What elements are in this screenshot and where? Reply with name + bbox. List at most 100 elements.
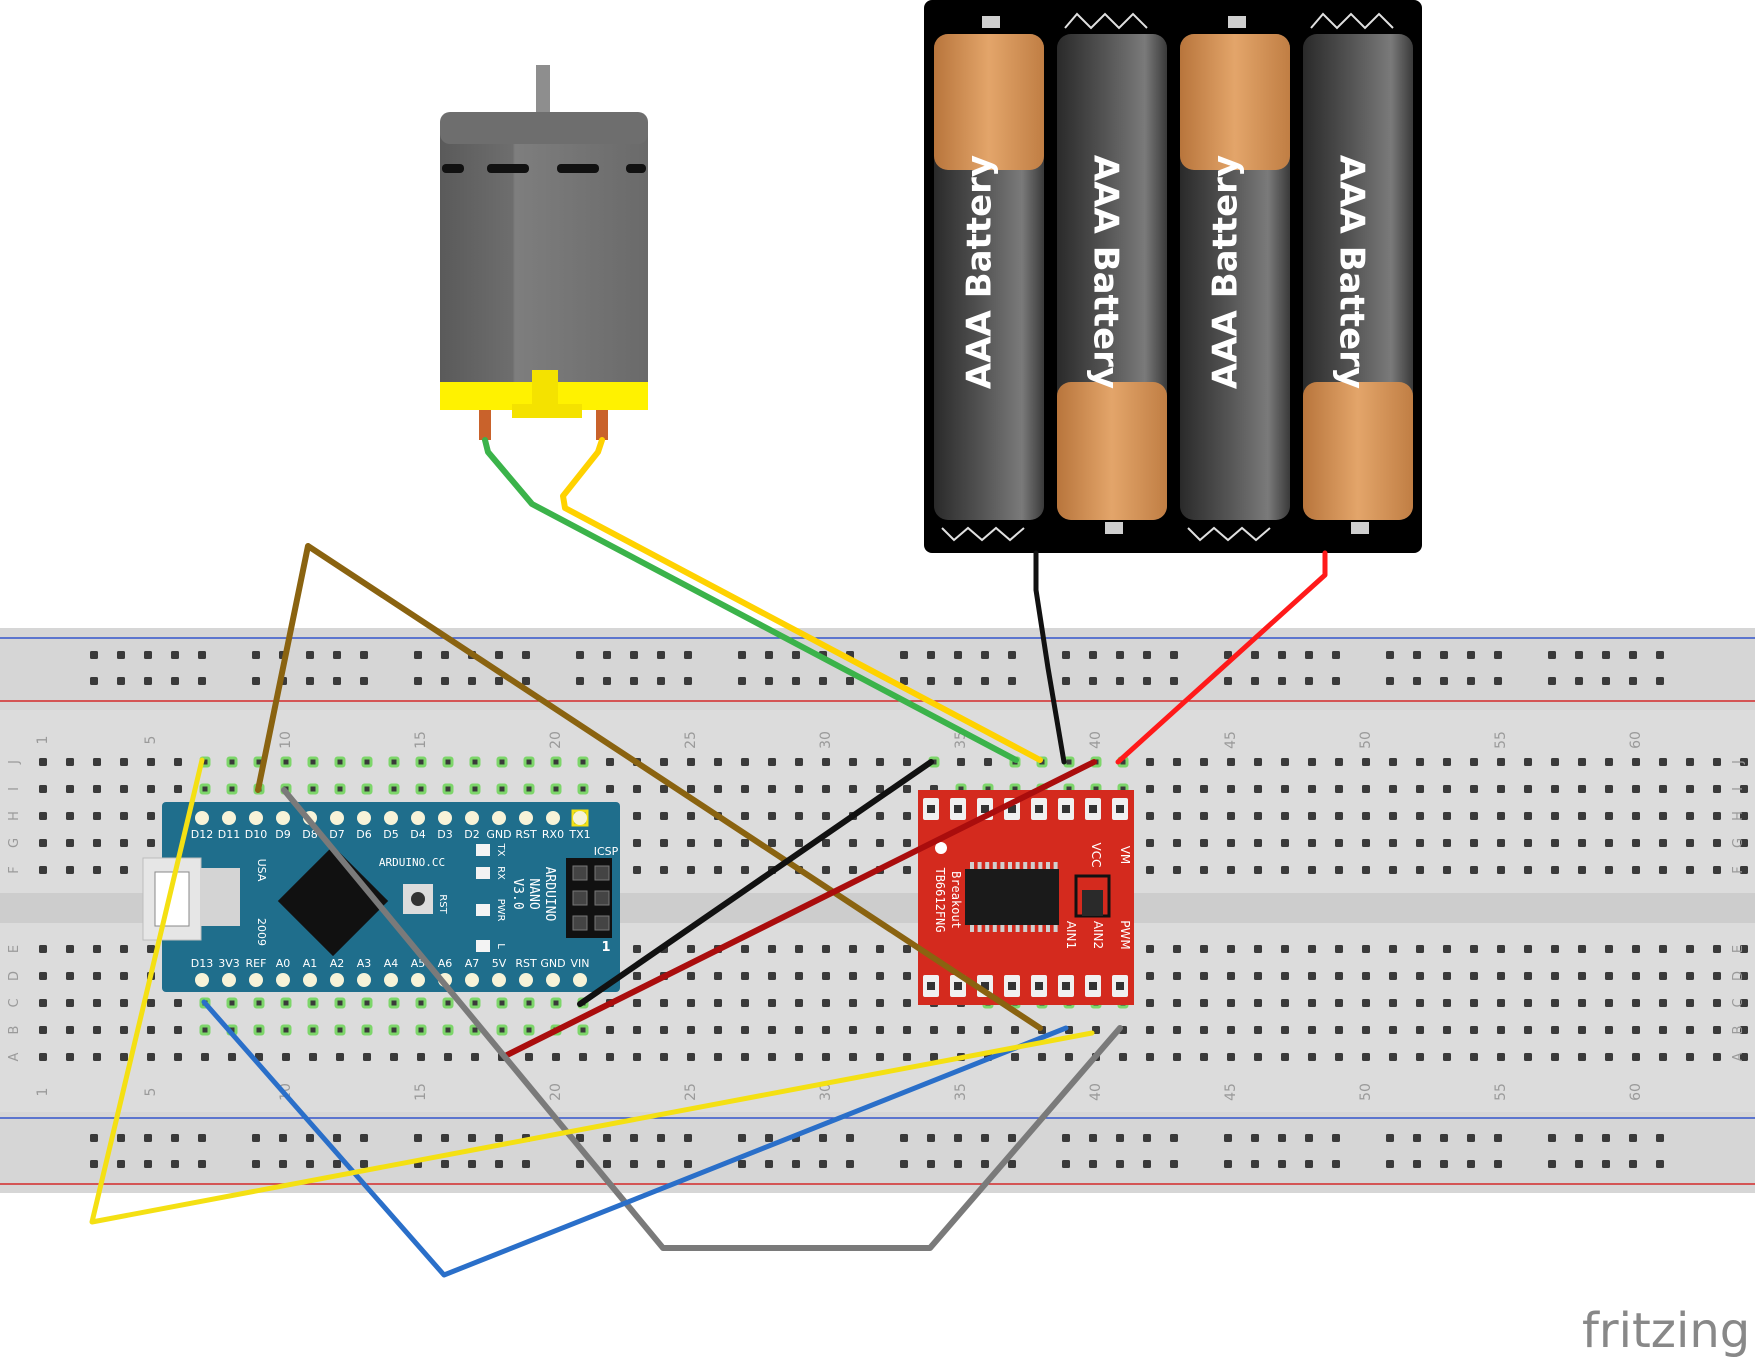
wire-blue[interactable] <box>201 999 1069 1278</box>
icsp-pin <box>572 890 588 906</box>
breadboard-hole <box>1443 785 1451 793</box>
rail-hole <box>495 677 503 685</box>
breadboard-hole <box>1659 999 1667 1007</box>
rail-hole <box>1440 677 1448 685</box>
breadboard-hole <box>1362 785 1370 793</box>
breadboard-hole <box>1335 1026 1343 1034</box>
arduino-pin <box>222 811 236 825</box>
driver-pad-hole <box>954 805 962 813</box>
breadboard-hole <box>633 972 641 980</box>
breadboard-hole <box>1443 945 1451 953</box>
wire-yellow[interactable] <box>89 757 1095 1225</box>
breadboard-hole <box>822 999 830 1007</box>
breadboard-hole <box>795 785 803 793</box>
breadboard-hole <box>1173 1026 1181 1034</box>
column-number-bottom: 30 <box>818 1083 834 1101</box>
rail-hole <box>927 1160 935 1168</box>
breadboard-hole <box>849 866 857 874</box>
row-letter-left: J <box>7 760 22 765</box>
chip-leg <box>1000 862 1005 869</box>
wire-red-battery[interactable] <box>1115 550 1328 765</box>
breadboard-hole <box>1227 1053 1235 1061</box>
breadboard-hole <box>66 999 74 1007</box>
rail-hole <box>117 1134 125 1142</box>
breadboard-hole <box>660 785 668 793</box>
rail-hole <box>1332 1160 1340 1168</box>
rail-hole <box>198 1160 206 1168</box>
breadboard-hole <box>147 1026 155 1034</box>
breadboard-hole <box>1632 866 1640 874</box>
breadboard-hole <box>1605 785 1613 793</box>
breadboard-hole <box>1659 758 1667 766</box>
rail-hole <box>765 1160 773 1168</box>
breadboard-hole <box>768 945 776 953</box>
rail-hole <box>1575 677 1583 685</box>
rail-hole <box>576 677 584 685</box>
breadboard-hole <box>1605 945 1613 953</box>
breadboard-hole <box>1281 839 1289 847</box>
rail-hole <box>360 677 368 685</box>
breadboard-hole <box>1713 1026 1721 1034</box>
arduino-pin-label: A2 <box>330 957 345 970</box>
rail-hole <box>900 1160 908 1168</box>
rail-hole <box>1224 1160 1232 1168</box>
breadboard-hole <box>822 866 830 874</box>
reset-button-cap <box>411 892 425 906</box>
wire-red[interactable] <box>502 759 1097 1059</box>
rail-hole <box>306 677 314 685</box>
breadboard-hole <box>1362 1053 1370 1061</box>
wire-brown[interactable] <box>255 543 1043 1031</box>
arduino-name-line: V3.0 <box>510 878 525 909</box>
rail-hole <box>1467 677 1475 685</box>
breadboard-hole <box>1470 972 1478 980</box>
wire-black-battery[interactable] <box>1033 550 1067 765</box>
breadboard-hole <box>876 945 884 953</box>
breadboard-hole <box>1308 1026 1316 1034</box>
rail-hole <box>333 651 341 659</box>
breadboard-hole <box>1254 1026 1262 1034</box>
breadboard-hole <box>1254 785 1262 793</box>
breadboard-hole <box>1389 972 1397 980</box>
rail-hole <box>657 1134 665 1142</box>
driver-pad-hole <box>1116 982 1124 990</box>
wire-black[interactable] <box>577 759 934 1007</box>
wire-yellow-motor[interactable] <box>560 437 1043 763</box>
arduino-pin <box>249 811 263 825</box>
breadboard-hole <box>147 839 155 847</box>
arduino-board <box>162 802 620 992</box>
rail-hole <box>630 1134 638 1142</box>
breadboard-hole <box>1659 839 1667 847</box>
breadboard-hole <box>1443 999 1451 1007</box>
driver-pin-label: PWM <box>1118 920 1132 949</box>
breadboard-hole <box>1362 866 1370 874</box>
rail-hole <box>1386 1134 1394 1142</box>
rail-hole <box>900 651 908 659</box>
breadboard-hole <box>1686 758 1694 766</box>
row-letter-right: B <box>1731 1026 1746 1035</box>
driver-pad-hole <box>927 805 935 813</box>
motor-body <box>440 112 648 382</box>
wire-green[interactable] <box>482 437 1019 763</box>
breadboard-hole <box>795 1026 803 1034</box>
breadboard-hole <box>174 758 182 766</box>
breadboard-hole <box>795 839 803 847</box>
chip-leg <box>1053 925 1058 932</box>
breadboard-hole <box>1308 866 1316 874</box>
rail-hole <box>468 1134 476 1142</box>
wire-gray[interactable] <box>281 787 1123 1251</box>
rail-hole <box>117 651 125 659</box>
breadboard-hole <box>523 756 535 768</box>
breadboard-hole <box>1200 785 1208 793</box>
breadboard-hole <box>1335 866 1343 874</box>
breadboard-hole <box>876 1026 884 1034</box>
rail-hole <box>1170 677 1178 685</box>
rail-hole <box>522 651 530 659</box>
rail-hole <box>738 1160 746 1168</box>
chip-leg <box>1023 862 1028 869</box>
breadboard-hole <box>1389 1026 1397 1034</box>
rail-hole <box>927 677 935 685</box>
rail-hole <box>171 677 179 685</box>
rail-hole <box>198 1134 206 1142</box>
breadboard-hole <box>1416 866 1424 874</box>
breadboard-hole <box>849 785 857 793</box>
